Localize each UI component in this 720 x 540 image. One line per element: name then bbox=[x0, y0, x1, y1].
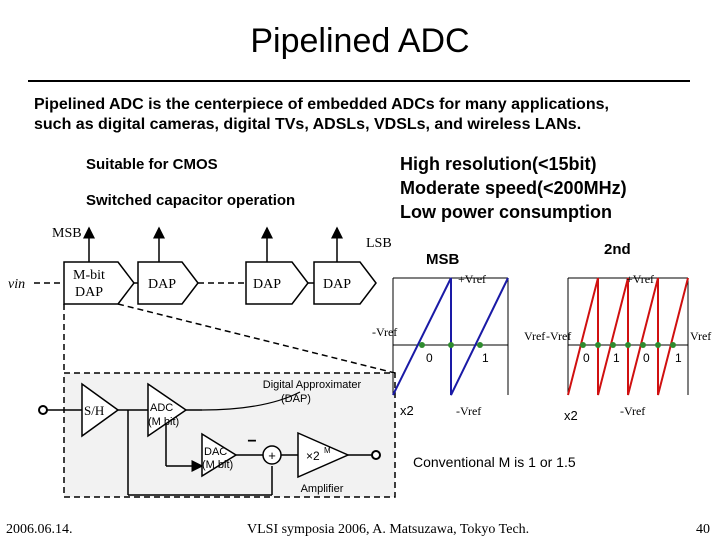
stage-detail-panel bbox=[63, 372, 396, 498]
msb-dot-1 bbox=[477, 342, 483, 348]
msb-transfer-curve bbox=[392, 277, 509, 396]
stage-3-box bbox=[245, 261, 309, 305]
msb-dot-mid bbox=[448, 342, 454, 348]
gain-exponent: M bbox=[324, 446, 331, 455]
lsb-label: LSB bbox=[366, 236, 392, 251]
stage-4-label: DAP bbox=[323, 277, 351, 292]
vin-label: vin bbox=[8, 277, 25, 292]
slide-title: Pipelined ADC bbox=[250, 22, 470, 60]
stage-2-box bbox=[137, 261, 199, 305]
amplifier-block bbox=[297, 431, 350, 479]
dap-pointer bbox=[201, 391, 301, 411]
second-tick-0a: 0 bbox=[583, 351, 590, 365]
footer-venue: VLSI symposia 2006, A. Matsuzawa, Tokyo … bbox=[247, 522, 530, 537]
feature-switched-capacitor: Switched capacitor operation bbox=[86, 192, 296, 209]
advantages-list: High resolution(<15bit) Moderate speed(<… bbox=[400, 152, 627, 224]
second-tick-1a: 1 bbox=[613, 351, 620, 365]
stage-1-label-line2: DAP bbox=[75, 285, 103, 300]
intro-line-2: such as digital cameras, digital TVs, AD… bbox=[34, 116, 582, 133]
second-plot-title: 2nd bbox=[604, 241, 631, 258]
msb-minus-vref: -Vref bbox=[372, 325, 397, 339]
output-terminal bbox=[371, 450, 381, 460]
second-dot-6 bbox=[655, 342, 661, 348]
amplifier-label: Amplifier bbox=[301, 483, 344, 495]
msb-gain-label: x2 bbox=[400, 403, 414, 418]
second-dot-3 bbox=[610, 342, 616, 348]
dac-block bbox=[201, 432, 238, 478]
second-bottom-vref: -Vref bbox=[620, 404, 645, 418]
second-dot-2 bbox=[595, 342, 601, 348]
dac-label-line1: DAC bbox=[204, 446, 227, 458]
zoom-line-right bbox=[117, 303, 396, 374]
second-transfer-curve bbox=[567, 277, 689, 396]
msb-plot-title: MSB bbox=[426, 251, 460, 268]
sum-plus-sign: + bbox=[268, 448, 276, 463]
second-dot-7 bbox=[670, 342, 676, 348]
adc-label-line2: (M bit) bbox=[148, 416, 179, 428]
dap-label-line1: Digital Approximater bbox=[263, 379, 362, 391]
conventional-note: Conventional M is 1 or 1.5 bbox=[413, 454, 576, 470]
stage-4-box bbox=[313, 261, 377, 305]
advantage-power: Low power consumption bbox=[400, 202, 612, 222]
second-minus-vref: -Vref bbox=[546, 329, 571, 343]
msb-vref: Vref bbox=[524, 329, 545, 343]
msb-bottom-vref: -Vref bbox=[456, 404, 481, 418]
second-tick-0b: 0 bbox=[643, 351, 650, 365]
title-rule bbox=[28, 80, 690, 82]
second-dot-1 bbox=[580, 342, 586, 348]
feature-cmos: Suitable for CMOS bbox=[86, 156, 218, 173]
msb-label: MSB bbox=[52, 226, 82, 241]
intro-line-1: Pipelined ADC is the centerpiece of embe… bbox=[34, 96, 609, 113]
stage-3-label: DAP bbox=[253, 277, 281, 292]
stage-2-label: DAP bbox=[148, 277, 176, 292]
intro-text: Pipelined ADC is the centerpiece of embe… bbox=[34, 95, 609, 135]
second-vref: Vref bbox=[690, 329, 711, 343]
second-dot-4 bbox=[625, 342, 631, 348]
advantage-speed: Moderate speed(<200MHz) bbox=[400, 178, 627, 198]
adc-block bbox=[147, 382, 188, 438]
msb-dot-0 bbox=[419, 342, 425, 348]
footer-date: 2006.06.14. bbox=[6, 522, 73, 537]
sum-minus-sign: − bbox=[247, 433, 256, 450]
second-dot-5 bbox=[640, 342, 646, 348]
dap-label-line2: (DAP) bbox=[281, 393, 311, 405]
sh-label: S/H bbox=[84, 403, 104, 418]
advantage-resolution: High resolution(<15bit) bbox=[400, 154, 597, 174]
second-tick-1b: 1 bbox=[675, 351, 682, 365]
page-number: 40 bbox=[696, 522, 710, 537]
dac-label-line2: (M bit) bbox=[202, 459, 233, 471]
msb-tick-1: 1 bbox=[482, 351, 489, 365]
sh-block bbox=[81, 382, 120, 438]
msb-plus-vref: +Vref bbox=[458, 272, 486, 286]
stage-1-label-line1: M-bit bbox=[73, 268, 105, 283]
input-terminal bbox=[38, 405, 48, 415]
gain-label: ×2 bbox=[306, 449, 320, 463]
second-gain-label: x2 bbox=[564, 408, 578, 423]
msb-tick-0: 0 bbox=[426, 351, 433, 365]
second-plus-vref: +Vref bbox=[626, 272, 654, 286]
adc-label-line1: ADC bbox=[150, 402, 173, 414]
stage-1-box bbox=[63, 261, 135, 305]
